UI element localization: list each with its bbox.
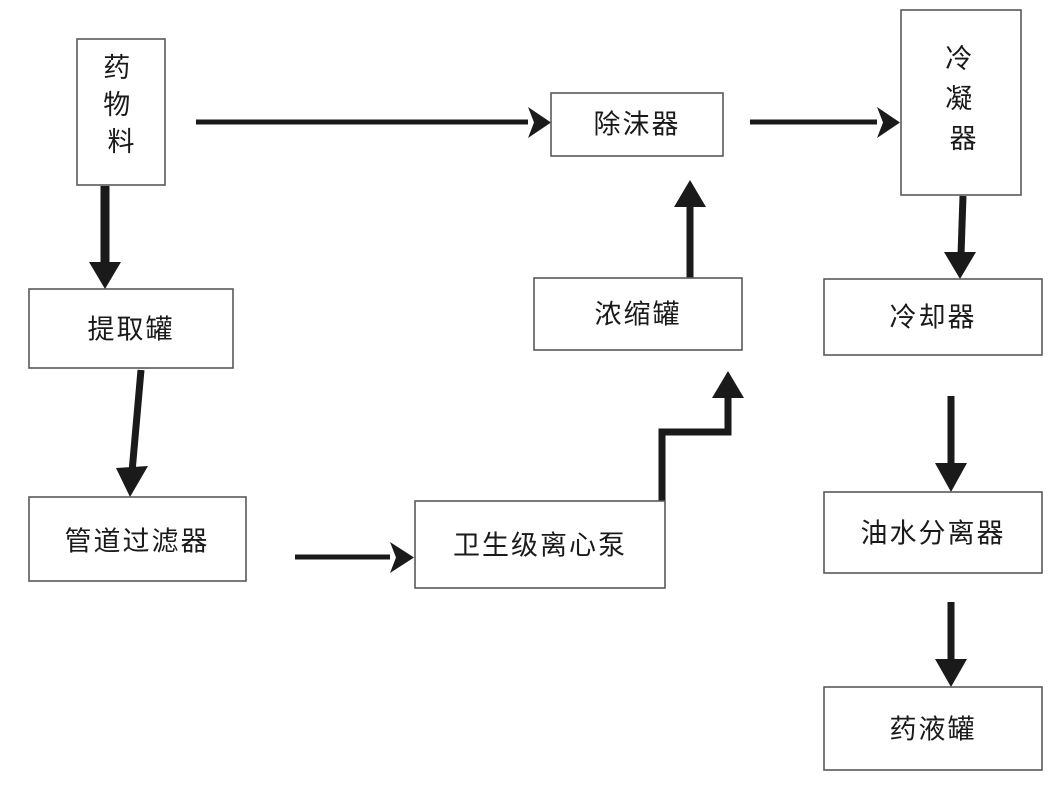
node-defoamer-label: 除沫器 [594,110,681,141]
node-defoamer[interactable]: 除沫器 [550,92,724,157]
node-extraction-tank[interactable]: 提取罐 [28,288,234,369]
edge-cooler-to-oil-water-separator [935,396,967,492]
node-raw-material-char-0: 药 [103,53,130,84]
edge-oil-water-separator-to-liquid-medicine-tank [935,602,967,687]
edge-pipeline-filter-to-pump [295,542,414,573]
svg-text:药 物 料: 药 物 料 [103,53,139,158]
node-raw-material[interactable]: 药 物 料 [76,38,166,186]
edge-raw-material-to-extraction-tank [89,186,121,289]
svg-text:冷 凝 器: 冷 凝 器 [945,44,981,155]
edge-extraction-tank-to-pipeline-filter [116,369,148,497]
edge-concentration-tank-to-defoamer [674,180,706,278]
node-condenser-char-2: 器 [950,124,977,155]
node-cooler-label: 冷却器 [890,303,977,334]
node-oil-water-separator[interactable]: 油水分离器 [823,491,1043,574]
node-extraction-tank-label: 提取罐 [88,315,175,346]
node-raw-material-char-1: 物 [103,90,130,121]
node-concentration-tank[interactable]: 浓缩罐 [533,277,743,351]
node-condenser[interactable]: 冷 凝 器 [900,9,1022,196]
edge-raw-material-to-defoamer [196,107,551,138]
edge-defoamer-to-condenser [750,107,900,138]
node-liquid-medicine-tank-label: 药液罐 [890,715,977,746]
node-pipeline-filter-label: 管道过滤器 [65,527,210,558]
node-condenser-char-1: 凝 [945,84,972,115]
node-raw-material-char-2: 料 [108,127,135,158]
node-sanitary-centrifugal-pump-label: 卫生级离心泵 [453,531,627,562]
node-pipeline-filter[interactable]: 管道过滤器 [28,496,247,582]
node-oil-water-separator-label: 油水分离器 [861,519,1006,550]
node-liquid-medicine-tank[interactable]: 药液罐 [823,686,1043,771]
node-sanitary-centrifugal-pump[interactable]: 卫生级离心泵 [414,500,666,589]
node-concentration-tank-label: 浓缩罐 [595,300,682,331]
edge-pump-to-concentration-tank [658,371,744,501]
node-cooler[interactable]: 冷却器 [823,278,1043,356]
node-condenser-char-0: 冷 [945,44,972,75]
edge-condenser-to-cooler [944,195,976,279]
